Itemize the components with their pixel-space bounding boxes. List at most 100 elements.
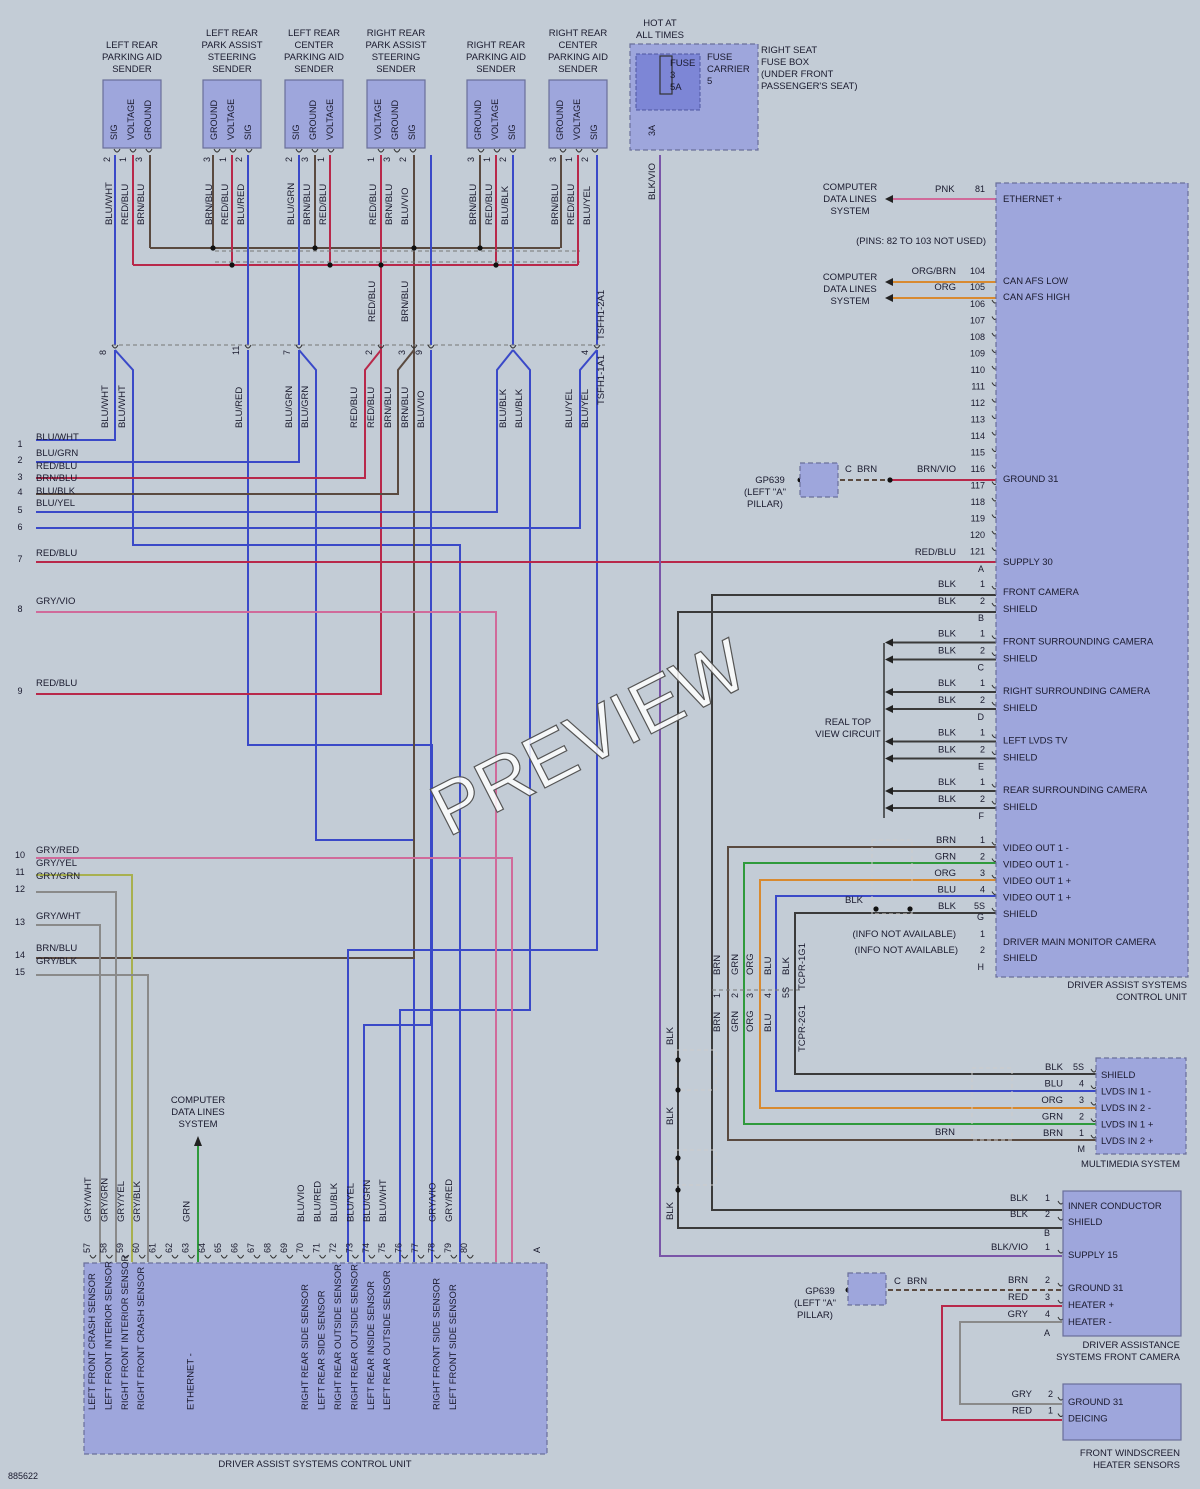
fuse-text: 5A bbox=[670, 82, 682, 93]
wire-label: BLU/BLK bbox=[498, 388, 509, 428]
sensor-pin-hook bbox=[591, 148, 599, 153]
bottom-pin-number: 61 bbox=[148, 1243, 158, 1253]
pin-number: 104 bbox=[970, 266, 985, 276]
wire-label: BLK bbox=[938, 596, 957, 607]
sensor-pin-label: SIG bbox=[407, 124, 417, 140]
wire-label: ORG bbox=[745, 1010, 756, 1032]
left-pin-wire-label: BRN/BLU bbox=[36, 473, 77, 484]
left-pin-number: 1 bbox=[17, 439, 22, 449]
wire-label: BRN bbox=[1008, 1275, 1028, 1286]
wire-label: BLU/BLK bbox=[514, 388, 525, 428]
bottom-pin-number: 77 bbox=[410, 1243, 420, 1253]
pin-label: LVDS IN 1 - bbox=[1101, 1087, 1151, 1098]
pin-number: 2 bbox=[980, 945, 985, 955]
pin-number: 1 bbox=[712, 993, 722, 998]
sensor-pin-number: 1 bbox=[366, 157, 376, 162]
pin-label: GROUND 31 bbox=[1068, 1397, 1123, 1408]
left-pin-wire-label: BRN/BLU bbox=[36, 943, 77, 954]
pin-hook bbox=[89, 1254, 97, 1259]
wire-label: BLU/VIO bbox=[296, 1185, 307, 1223]
pin-label: HEATER - bbox=[1068, 1317, 1112, 1328]
pin-hook bbox=[138, 1254, 146, 1259]
left-pin-wire-label: RED/BLU bbox=[36, 678, 77, 689]
sensor-pin-number: 2 bbox=[580, 157, 590, 162]
pin-number: 108 bbox=[970, 332, 985, 342]
left-pin-number: 14 bbox=[15, 950, 25, 960]
bottom-pin-number: 79 bbox=[443, 1243, 453, 1253]
left-pin-number: 5 bbox=[17, 505, 22, 515]
shield-marker bbox=[675, 1149, 717, 1186]
sensor-pin-hook bbox=[229, 148, 237, 153]
sensor-pin-number: 3 bbox=[548, 157, 558, 162]
sensor-pin-hook bbox=[295, 148, 303, 153]
wire-label: BRN bbox=[857, 464, 877, 475]
pin-number: 113 bbox=[971, 415, 985, 425]
sensor-title: PARK ASSIST bbox=[201, 40, 262, 51]
pin-label: HEATER + bbox=[1068, 1300, 1114, 1311]
bottom-pin-label: LEFT REAR OUTSIDE SENSOR bbox=[382, 1270, 393, 1410]
ground-point-location: PILLAR) bbox=[797, 1310, 833, 1321]
bottom-pin-label: RIGHT FRONT CRASH SENSOR bbox=[136, 1267, 147, 1410]
left-pin-number: 13 bbox=[15, 917, 25, 927]
gry-wht-wire bbox=[36, 924, 101, 1262]
wire-label: TCPR-2G1 bbox=[797, 1005, 808, 1052]
sensor-wire-label: BRN/BLU bbox=[550, 184, 561, 225]
fuse-box-title: PASSENGER'S SEAT) bbox=[761, 81, 857, 92]
fuse-box-title: RIGHT SEAT bbox=[761, 45, 817, 56]
pin-hook bbox=[253, 1254, 261, 1259]
wire-label: BLU/RED bbox=[234, 387, 245, 428]
heater-plus-wire bbox=[941, 1305, 1062, 1421]
bottom-pin-number: 74 bbox=[361, 1243, 371, 1253]
sensor-pin-hook bbox=[575, 148, 583, 153]
pin-label: ETHERNET + bbox=[1003, 194, 1063, 205]
wire-label: ORG bbox=[934, 282, 956, 293]
wire-label: TSFH1-2A1 bbox=[596, 290, 607, 340]
signal-wire-2 bbox=[36, 350, 300, 463]
sensor-box bbox=[284, 79, 344, 149]
wire-label: GRY bbox=[1012, 1389, 1033, 1400]
wire-label: BLU/BLK bbox=[329, 1182, 340, 1222]
mid-pin-number: 9 bbox=[414, 350, 424, 355]
pin-label: FRONT CAMERA bbox=[1003, 587, 1079, 598]
wire-label: BLK/VIO bbox=[647, 163, 658, 200]
splice-dot bbox=[675, 1057, 681, 1063]
bottom-pin-number: 58 bbox=[98, 1243, 108, 1253]
wire-label: BLK bbox=[938, 745, 957, 756]
splice-dot bbox=[411, 245, 417, 251]
wire-label: GRY/GRN bbox=[99, 1178, 110, 1222]
gry-red-wire bbox=[36, 857, 513, 1262]
pin-hook bbox=[417, 1254, 425, 1259]
left-pin-wire-label: RED/BLU bbox=[36, 548, 77, 559]
wire-label: BRN/BLU bbox=[383, 387, 394, 428]
pin-number: 5S bbox=[781, 987, 791, 998]
sensor-title: PARK ASSIST bbox=[365, 40, 426, 51]
pin-number: 4 bbox=[980, 885, 985, 895]
bottom-pin-number: 67 bbox=[246, 1243, 256, 1253]
sensor-pin-label: GROUND bbox=[308, 100, 318, 140]
signal-wire-1 bbox=[36, 350, 116, 441]
computer-data-lines-label: DATA LINES bbox=[171, 1107, 225, 1118]
mid-pin-hook bbox=[377, 344, 385, 349]
info-note: (INFO NOT AVAILABLE) bbox=[853, 929, 956, 940]
computer-data-lines-label: COMPUTER bbox=[171, 1095, 226, 1106]
wire-label: TCPR-1G1 bbox=[797, 943, 808, 990]
pin-hook bbox=[384, 1254, 392, 1259]
sensor-pin-label: SIG bbox=[507, 124, 517, 140]
pin-hook bbox=[122, 1254, 130, 1259]
sensor-pin-hook bbox=[559, 148, 567, 153]
wire-label: BLU/VIO bbox=[416, 391, 427, 429]
wire-label: BLU bbox=[1045, 1079, 1064, 1090]
connector-letter: D bbox=[978, 712, 985, 722]
sensor-wire-label: BRN/BLU bbox=[204, 184, 215, 225]
bottom-pin-number: 68 bbox=[262, 1243, 272, 1253]
pin-label: INNER CONDUCTOR bbox=[1068, 1201, 1162, 1212]
pin-number: 5S bbox=[974, 901, 985, 911]
carrier-label: FUSE bbox=[707, 52, 732, 63]
pin-hook bbox=[220, 1254, 228, 1259]
pin-number: 3 bbox=[1045, 1292, 1050, 1302]
mid-pin-hook bbox=[509, 344, 517, 349]
pin-label: SHIELD bbox=[1003, 953, 1037, 964]
wire-label: BLU/WHT bbox=[117, 385, 128, 428]
left-pin-wire-label: BLU/GRN bbox=[36, 448, 78, 459]
wire-label: BLK bbox=[665, 1106, 676, 1125]
